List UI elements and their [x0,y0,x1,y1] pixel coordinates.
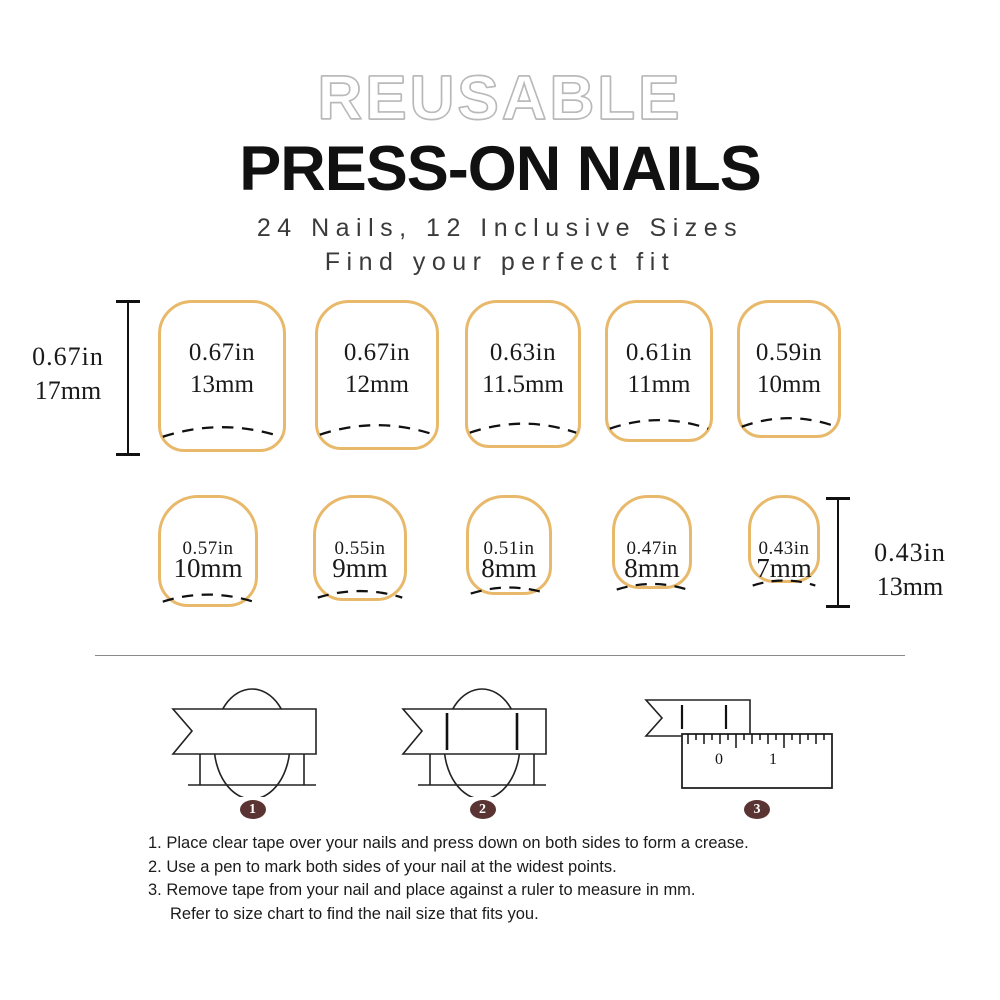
nail-mm-label: 13mm [190,371,254,398]
nail-mm-label: 12mm [345,371,409,398]
step-badge-3: 3 [744,800,770,819]
left-measure-label: 0.67in 17mm [18,340,118,408]
nail-inch-label: 0.61in [625,339,693,366]
step-2-diagram: 2 [400,682,565,819]
step-badge-2: 2 [469,800,496,819]
nail-size-row1-2: 0.67in 12mm [315,300,439,450]
nail-size-row1-4: 0.61in 11mm [605,300,713,442]
nail-inch-label: 0.51in [483,538,535,559]
nail-inch-label: 0.47in [626,538,678,559]
right-measure-bar [826,497,850,608]
nail-inch-label: 0.63in [489,339,557,366]
section-divider [95,655,905,656]
nail-inch-label: 0.57in [182,538,234,559]
instructions-list: 1. Place clear tape over your nails and … [148,832,908,926]
ruler-measure-icon: 0 1 [644,699,833,789]
right-measure-label: 0.43in 13mm [855,536,965,604]
instruction-line-2: 2. Use a pen to mark both sides of your … [148,857,617,876]
nail-mm-label: 9mm [332,553,388,583]
left-measure-bar [116,300,140,456]
nail-inch-label: 0.55in [334,538,386,559]
nail-cuticle-arc [469,422,577,434]
ruler-label-1: 1 [769,751,777,768]
nail-mm-label: 7mm [756,553,812,583]
nail-inch-label: 0.67in [343,339,411,366]
step-diagrams: 1 2 [0,682,1000,822]
left-measure-inch: 0.67in [32,342,104,371]
right-measure-inch: 0.43in [874,538,946,567]
nail-mm-label: 11mm [627,371,691,398]
pen-marks-on-tape-icon [401,688,547,800]
nail-size-row1-5: 0.59in 10mm [737,300,841,438]
nail-inch-label: 0.67in [188,339,256,366]
outline-title: REUSABLE [317,64,683,133]
nail-mm-label: 8mm [624,553,680,583]
nail-size-row1-1: 0.67in 13mm [158,300,286,452]
nail-mm-label: 10mm [173,553,243,583]
step-3-diagram: 0 1 3 [640,682,840,819]
nail-cuticle-arc [741,417,837,428]
nail-inch-label: 0.43in [758,538,810,559]
nail-inch-label: 0.59in [755,339,823,366]
right-measure-mm: 13mm [876,571,944,601]
left-measure-mm: 17mm [34,375,102,405]
ruler-label-0: 0 [715,751,723,768]
header: REUSABLE PRESS-ON NAILS 24 Nails, 12 Inc… [0,64,1000,280]
step-1-diagram: 1 [170,682,335,819]
nail-row-1: 0.67in 13mm 0.67in 12mm 0.63in 11.5mm 0.61in 11… [0,300,1000,460]
page-title: PRESS-ON NAILS [239,134,762,204]
nail-cuticle-arc [319,424,435,436]
subtitle-line-1: 24 Nails, 12 Inclusive Sizes [256,214,744,243]
nail-mm-label: 8mm [481,553,537,583]
subtitle-line-2: Find your perfect fit [324,247,676,276]
step-badge-1: 1 [239,800,266,819]
tape-over-nail-icon [171,688,317,800]
nail-mm-label: 10mm [757,371,821,398]
nail-cuticle-arc [162,426,282,438]
instruction-line-1: 1. Place clear tape over your nails and … [148,834,749,852]
instruction-line-3: 3. Remove tape from your nail and place … [148,881,696,899]
instruction-line-4: Refer to size chart to find the nail siz… [170,904,539,923]
nail-mm-label: 11.5mm [482,371,564,398]
nail-size-row1-3: 0.63in 11.5mm [465,300,581,448]
nail-cuticle-arc [609,419,709,430]
